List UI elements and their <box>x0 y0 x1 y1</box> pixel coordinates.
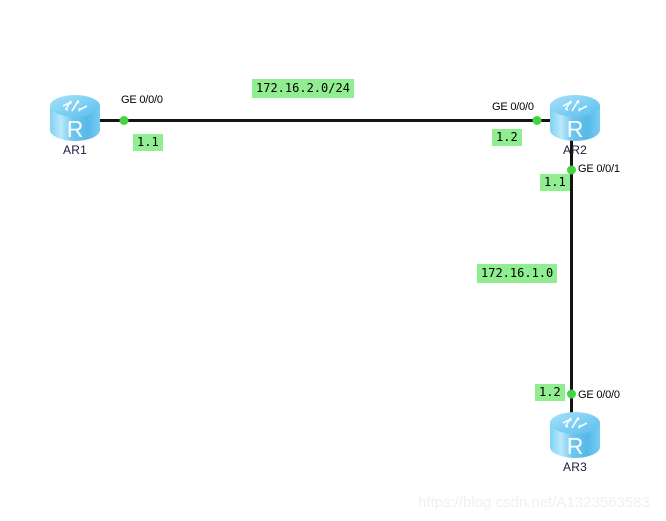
interface-port-label-ar3-ge0: GE 0/0/0 <box>578 389 620 401</box>
svg-text:R: R <box>567 116 584 142</box>
interface-port-label-ar1-ge0: GE 0/0/0 <box>121 94 163 106</box>
interface-dot-ar2-ge1[interactable] <box>567 165 576 175</box>
network-badge-ar1-ar2: 172.16.2.0/24 <box>252 79 354 98</box>
interface-dot-ar1-ge0[interactable] <box>119 116 129 125</box>
router-icon: R <box>550 412 600 459</box>
network-badge-ar2-ar3: 172.16.1.0 <box>477 264 558 283</box>
svg-text:R: R <box>567 433 584 459</box>
node-label-ar2: AR2 <box>563 143 587 157</box>
node-label-ar1: AR1 <box>63 143 87 157</box>
interface-port-label-ar2-ge0: GE 0/0/0 <box>492 101 534 113</box>
interface-port-label-ar2-ge1: GE 0/0/1 <box>578 163 620 175</box>
interface-address-badge-ar1-ge0: 1.1 <box>133 134 163 151</box>
node-ar3[interactable]: R AR3 <box>548 410 602 480</box>
interface-dot-ar3-ge0[interactable] <box>567 389 576 399</box>
interface-dot-ar2-ge0[interactable] <box>532 116 542 125</box>
svg-text:R: R <box>67 116 84 142</box>
node-label-ar3: AR3 <box>563 460 587 474</box>
node-ar1[interactable]: R AR1 <box>48 93 102 163</box>
router-icon: R <box>50 95 100 142</box>
router-icon: R <box>550 95 600 142</box>
interface-address-badge-ar2-ge1: 1.1 <box>540 174 570 191</box>
node-ar2[interactable]: R AR2 <box>548 93 602 163</box>
watermark-text: https://blog.csdn.net/A1323563583 <box>418 494 650 511</box>
interface-address-badge-ar2-ge0: 1.2 <box>492 129 522 146</box>
interface-address-badge-ar3-ge0: 1.2 <box>535 384 565 401</box>
